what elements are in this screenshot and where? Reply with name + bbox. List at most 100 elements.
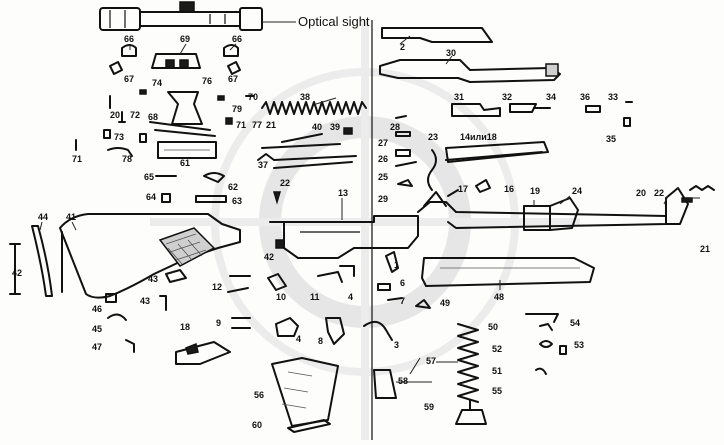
hammer-and-trigger [175,317,393,365]
callout-54: 54 [570,318,580,328]
callout-43-b: 43 [140,296,150,306]
callout-61: 61 [180,158,190,168]
callout-57: 57 [426,356,436,366]
callout-66-right: 66 [232,34,242,44]
callout-37: 37 [258,160,268,170]
callout-71: 71 [72,154,82,164]
callout-labels: 2 30 66 69 66 67 67 74 76 70 38 79 68 20… [12,34,710,430]
callout-41: 41 [66,212,76,222]
callout-28: 28 [390,122,400,132]
callout-76: 76 [202,76,212,86]
callout-4-b: 4 [296,334,301,344]
bolt-small-parts [395,115,437,191]
callout-64: 64 [146,192,156,202]
watermark [150,20,580,440]
callout-3: 3 [394,340,399,350]
handguard [421,257,595,287]
magazine-spring [457,323,479,403]
callout-22-right: 22 [654,188,664,198]
operating-rod [257,153,357,169]
callout-21-right: 21 [700,244,710,254]
callout-38: 38 [300,92,310,102]
callout-49: 49 [440,298,450,308]
callout-8: 8 [318,336,323,346]
front-sight-spring [689,185,715,191]
dust-cover [381,27,493,43]
callout-71-b: 71 [236,120,246,130]
callout-59: 59 [424,402,434,412]
sight-mount-bracket [149,91,217,159]
magazine-floorplate [455,399,487,425]
callout-25: 25 [378,172,388,182]
callout-52: 52 [492,344,502,354]
callout-45: 45 [92,324,102,334]
callout-35: 35 [606,134,616,144]
receiver [269,215,419,259]
callout-68: 68 [148,112,158,122]
callout-43-a: 43 [148,274,158,284]
leader-lines [39,35,700,383]
callout-33-top: 33 [608,92,618,102]
bolt [451,103,551,117]
callout-10: 10 [276,292,286,302]
callout-22-mid: 22 [280,178,290,188]
callout-9: 9 [216,318,221,328]
callout-46: 46 [92,304,102,314]
callout-12: 12 [212,282,222,292]
callout-32: 32 [502,92,512,102]
buttplate [31,225,53,297]
callout-74: 74 [152,78,162,88]
callout-6: 6 [400,278,405,288]
callout-34: 34 [546,92,556,102]
callout-26: 26 [378,154,388,164]
trigger-group-parts [227,251,431,309]
callout-67-left: 67 [124,74,134,84]
callout-77: 77 [252,120,262,130]
barrel [417,187,693,231]
callout-62: 62 [228,182,238,192]
callout-42-left: 42 [12,268,22,278]
callout-40: 40 [312,122,322,132]
callout-72: 72 [130,110,140,120]
callout-17: 17 [458,184,468,194]
optical-sight-label: Optical sight [298,14,370,29]
callout-20-right: 20 [636,188,646,198]
optical-sight [99,1,296,31]
callout-55: 55 [492,386,502,396]
callout-13: 13 [338,188,348,198]
callout-14: 14или18 [460,132,497,142]
callout-30: 30 [446,48,456,58]
magazine-baseplate [287,419,331,433]
callout-29: 29 [378,194,388,204]
callout-67-right: 67 [228,74,238,84]
right-small-parts [525,313,567,375]
callout-58: 58 [398,376,408,386]
bolt-carrier [379,59,561,83]
magazine-follower [373,369,397,399]
callout-16: 16 [504,184,514,194]
callout-31: 31 [454,92,464,102]
callout-39: 39 [330,122,340,132]
small-screws [75,89,255,157]
callout-60: 60 [252,420,262,430]
callout-73: 73 [114,132,124,142]
callout-21-mid: 21 [266,120,276,130]
rear-sight [447,179,491,197]
callout-42-mid: 42 [264,252,274,262]
magazine [271,357,339,427]
callout-4-a: 4 [348,292,353,302]
callout-19: 19 [530,186,540,196]
callout-79: 79 [232,104,242,114]
callout-70: 70 [248,92,258,102]
callout-51: 51 [492,366,502,376]
guide-rod [261,127,353,149]
callout-24: 24 [572,186,582,196]
callout-56: 56 [254,390,264,400]
callout-53: 53 [574,340,584,350]
callout-2: 2 [400,42,405,52]
callout-36: 36 [580,92,590,102]
extractor [585,101,633,127]
callout-23: 23 [428,132,438,142]
